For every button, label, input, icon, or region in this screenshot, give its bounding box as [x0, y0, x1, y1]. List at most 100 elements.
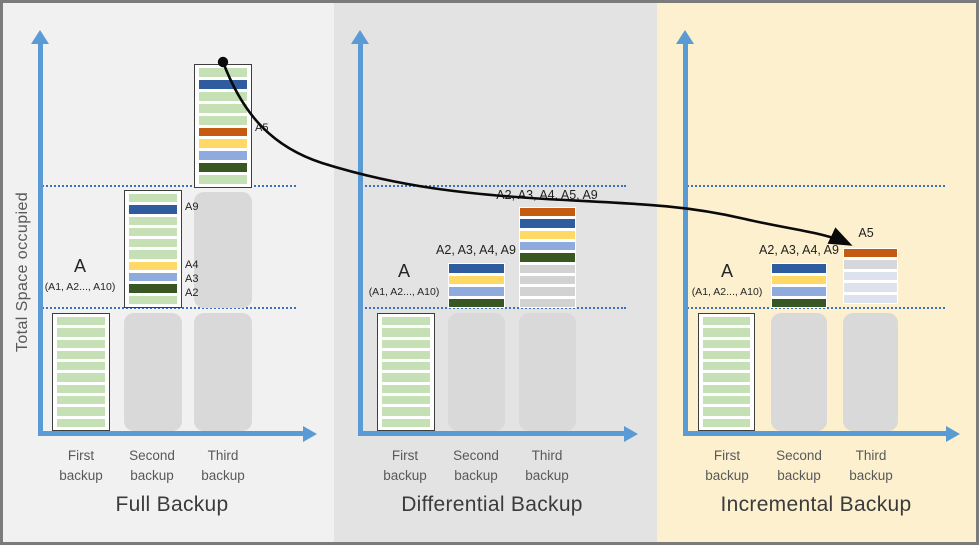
- light-green-block: [57, 418, 105, 427]
- light-blue-block: [772, 287, 826, 296]
- gray-stripe-block: [520, 275, 575, 285]
- dotted-line-upper: [38, 185, 296, 187]
- orange-block: [199, 127, 247, 137]
- dark-green-block: [199, 163, 247, 173]
- pale-blue-stripe-block: [844, 283, 897, 292]
- x-axis: [357, 431, 624, 436]
- ghost-space-bar: [194, 313, 252, 431]
- y-axis-arrowhead: [31, 30, 49, 44]
- first-backup-bar: [377, 313, 435, 431]
- second-backup-bar: [771, 263, 827, 308]
- x-axis-label-second-backup: Second backup: [453, 448, 499, 483]
- light-green-block: [703, 339, 750, 348]
- first-backup-content-label: A: [73, 256, 86, 276]
- second-backup-bar: [448, 263, 505, 308]
- ghost-space-bar: [448, 313, 505, 431]
- panel-title-incremental-backup: Incremental Backup: [720, 493, 912, 516]
- dotted-line-upper: [683, 185, 945, 187]
- light-green-block: [129, 216, 177, 225]
- light-green-block: [57, 373, 105, 382]
- dotted-line-upper: [358, 185, 626, 187]
- light-green-block: [57, 328, 105, 337]
- dark-blue-block: [520, 219, 575, 228]
- dotted-line-lower: [358, 307, 626, 309]
- light-green-block: [129, 295, 177, 304]
- bar-side-label: A9: [185, 201, 199, 213]
- light-green-block: [57, 339, 105, 348]
- first-backup-content-sublabel: (A1, A2..., A10): [691, 286, 763, 298]
- panel-title-full-backup: Full Backup: [115, 493, 229, 516]
- first-backup-content-label: A: [397, 261, 410, 281]
- yellow-block: [772, 275, 826, 284]
- bar-side-label: A3: [185, 273, 199, 285]
- x-axis-arrowhead: [303, 425, 317, 442]
- light-green-block: [129, 239, 177, 248]
- light-green-block: [703, 350, 750, 360]
- light-green-block: [382, 350, 430, 360]
- y-axis: [682, 44, 688, 432]
- x-axis-label-second-backup: Second backup: [129, 448, 175, 483]
- yellow-block: [449, 275, 504, 284]
- light-green-block: [382, 317, 430, 326]
- x-axis-label-first-backup: First backup: [383, 448, 427, 483]
- bar-top-label: A5: [858, 226, 874, 240]
- x-axis-label-first-backup: First backup: [59, 448, 103, 483]
- bar-side-label: A2: [185, 287, 199, 299]
- pale-blue-stripe-block: [844, 271, 897, 281]
- bar-top-label: A2, A3, A4, A9: [759, 243, 839, 257]
- x-axis: [37, 431, 303, 436]
- dotted-line-lower: [38, 307, 296, 309]
- x-axis-arrowhead: [946, 425, 960, 442]
- dark-green-block: [520, 253, 575, 262]
- x-axis: [682, 431, 946, 436]
- y-axis: [37, 44, 43, 432]
- light-green-block: [703, 407, 750, 416]
- panel-title-differential-backup: Differential Backup: [401, 493, 583, 516]
- light-green-block: [703, 418, 750, 427]
- x-axis-label-first-backup: First backup: [705, 448, 749, 483]
- x-axis-label-second-backup: Second backup: [776, 448, 822, 483]
- light-green-block: [57, 317, 105, 326]
- third-backup-bar: [194, 64, 252, 188]
- dark-blue-block: [449, 264, 504, 273]
- yellow-block: [199, 139, 247, 149]
- ghost-space-bar: [194, 192, 252, 308]
- first-backup-bar: [52, 313, 110, 431]
- ghost-space-bar: [519, 313, 576, 431]
- light-green-block: [129, 194, 177, 203]
- light-green-block: [199, 115, 247, 125]
- light-green-block: [57, 384, 105, 394]
- light-green-block: [57, 350, 105, 360]
- orange-block: [844, 249, 897, 258]
- light-green-block: [199, 103, 247, 113]
- light-green-block: [382, 418, 430, 427]
- light-green-block: [129, 227, 177, 237]
- x-axis-label-third-backup: Third backup: [849, 448, 893, 483]
- pale-blue-stripe-block: [844, 294, 897, 304]
- gray-stripe-block: [520, 298, 575, 307]
- light-blue-block: [520, 241, 575, 251]
- dotted-line-lower: [683, 307, 945, 309]
- orange-block: [520, 208, 575, 217]
- pale-gray-stripe-block: [844, 260, 897, 269]
- light-green-block: [382, 362, 430, 371]
- light-green-block: [57, 362, 105, 371]
- light-green-block: [703, 373, 750, 382]
- light-blue-block: [129, 273, 177, 282]
- y-axis-arrowhead: [676, 30, 694, 44]
- gray-stripe-block: [520, 287, 575, 296]
- light-blue-block: [199, 151, 247, 161]
- y-axis-arrowhead: [351, 30, 369, 44]
- light-green-block: [382, 373, 430, 382]
- ghost-space-bar: [771, 313, 827, 431]
- ghost-space-bar: [124, 313, 182, 431]
- light-green-block: [703, 362, 750, 371]
- light-green-block: [199, 68, 247, 77]
- light-green-block: [382, 339, 430, 348]
- second-backup-bar: [124, 190, 182, 308]
- x-axis-label-third-backup: Third backup: [201, 448, 245, 483]
- bar-side-label: A4: [185, 259, 199, 271]
- dark-green-block: [129, 284, 177, 293]
- light-green-block: [199, 91, 247, 101]
